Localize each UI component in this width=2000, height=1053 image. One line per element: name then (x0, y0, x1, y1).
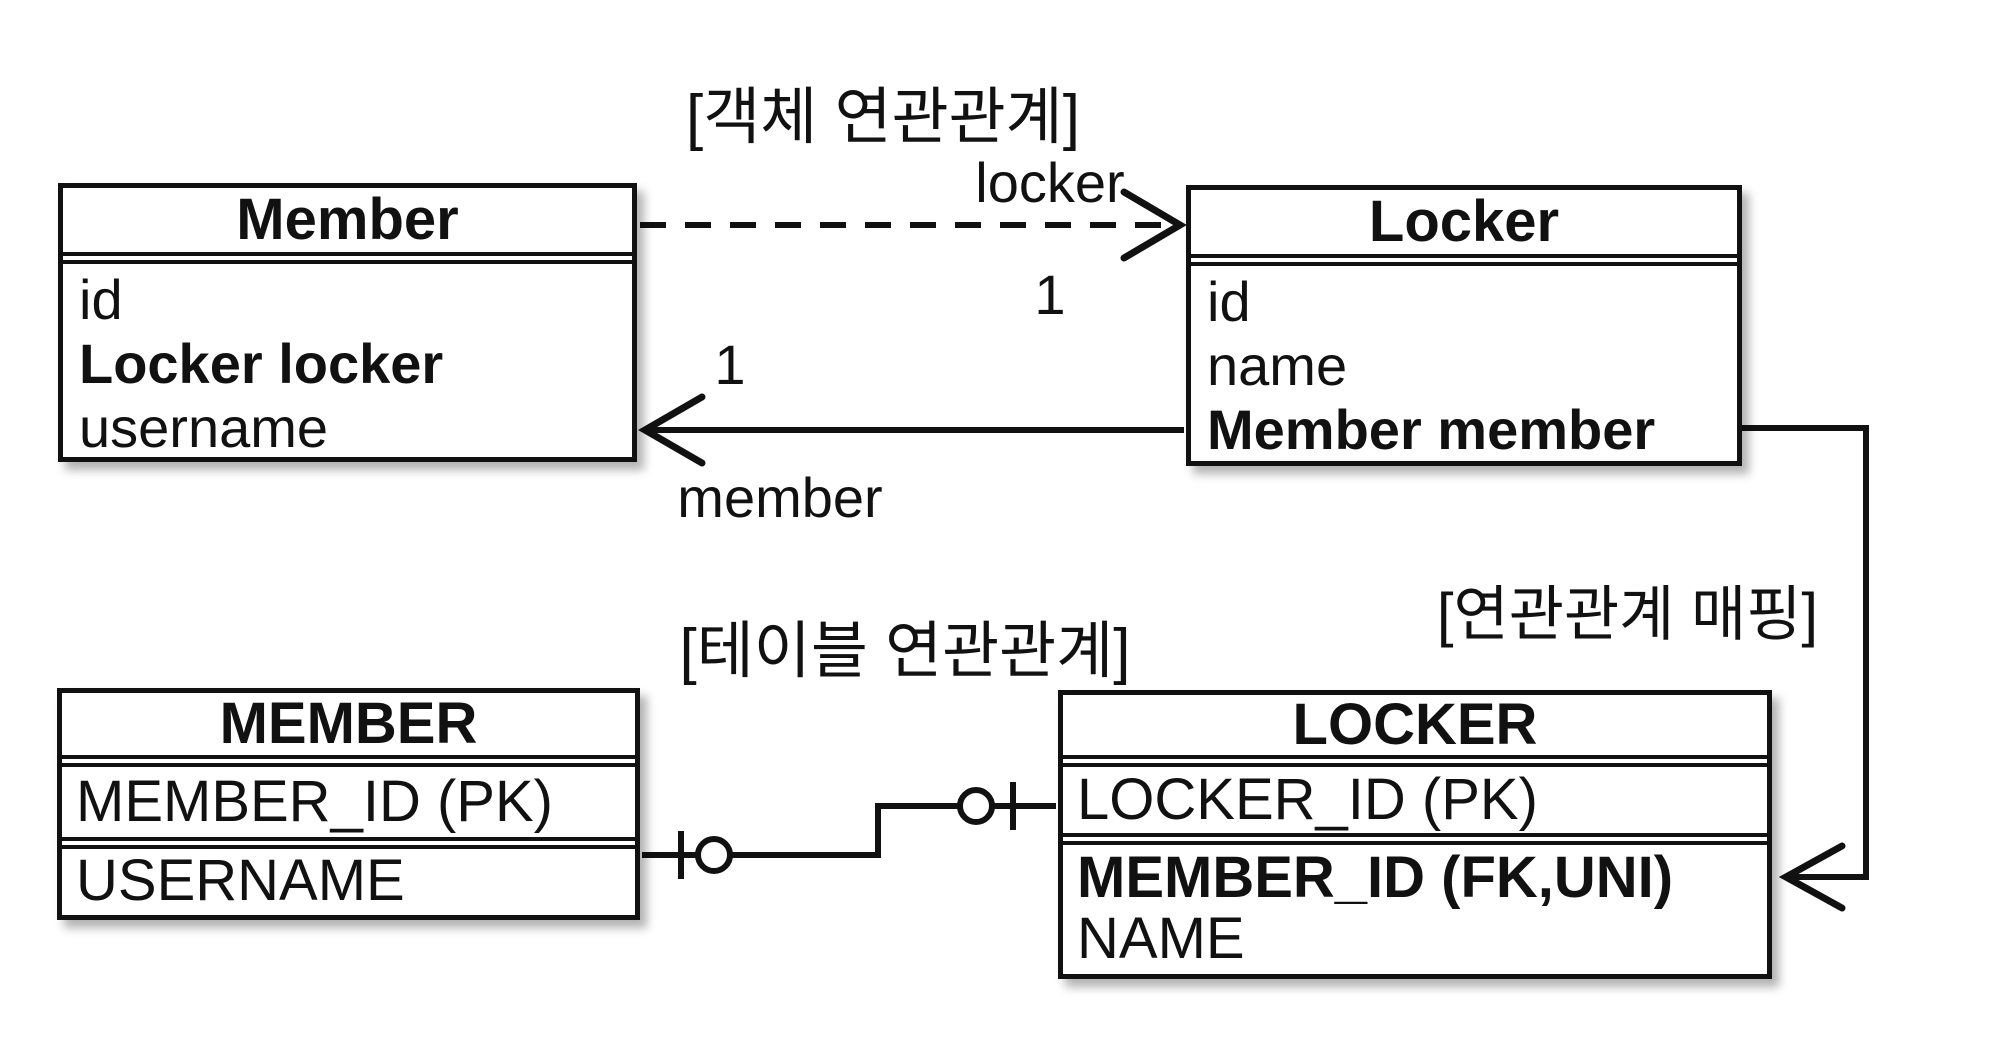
member-table-divider-1 (62, 755, 635, 767)
member-multiplicity-label: 1 (714, 333, 746, 396)
member-class-divider (63, 252, 632, 264)
member-reference-label: member (677, 466, 883, 529)
locker-class-title: Locker (1368, 189, 1560, 254)
member-table-column-pk: MEMBER_ID (PK) (76, 769, 553, 834)
locker-reference-arrowhead-icon (1120, 188, 1187, 262)
member-class-title: Member (236, 187, 459, 252)
member-table-column-username: USERNAME (76, 848, 405, 913)
locker-class-field-id: id (1207, 270, 1251, 333)
locker-table-column-name: NAME (1077, 906, 1245, 971)
locker-multiplicity-label: 1 (1034, 263, 1066, 326)
mapping-title: [연관관계 매핑] (1436, 581, 1819, 648)
object-association-title: [객체 연관관계] (686, 83, 1080, 152)
member-reference-arrowhead-icon (638, 393, 706, 467)
locker-table-column-pk: LOCKER_ID (PK) (1077, 767, 1538, 832)
locker-class-field-member: Member member (1207, 398, 1656, 461)
member-class-box: Member id Locker locker username (58, 183, 637, 462)
locker-class-field-name: name (1207, 334, 1348, 397)
member-class-field-id: id (79, 268, 123, 331)
locker-class-box: Locker id name Member member (1186, 185, 1742, 466)
locker-class-divider (1191, 254, 1737, 266)
locker-table-divider-1 (1063, 755, 1767, 767)
member-class-field-locker: Locker locker (79, 332, 444, 395)
locker-table-divider-2 (1063, 833, 1767, 845)
zero-cardinality-circle-icon-right (957, 787, 995, 825)
locker-table-column-fk: MEMBER_ID (FK,UNI) (1077, 845, 1674, 910)
member-table-box: MEMBER MEMBER_ID (PK) USERNAME (57, 688, 640, 920)
member-table-divider-2 (62, 837, 635, 849)
member-table-title: MEMBER (219, 691, 478, 756)
locker-table-title: LOCKER (1292, 692, 1538, 757)
zero-cardinality-circle-icon-left (695, 836, 733, 874)
table-association-title: [테이블 연관관계] (679, 617, 1131, 686)
fk-mapping-arrowhead-icon (1778, 842, 1846, 912)
locker-reference-label: locker (975, 151, 1125, 214)
fk-mapping-connector (1742, 425, 1869, 880)
locker-table-box: LOCKER LOCKER_ID (PK) MEMBER_ID (FK,UNI)… (1058, 690, 1772, 979)
member-class-field-username: username (79, 396, 329, 459)
